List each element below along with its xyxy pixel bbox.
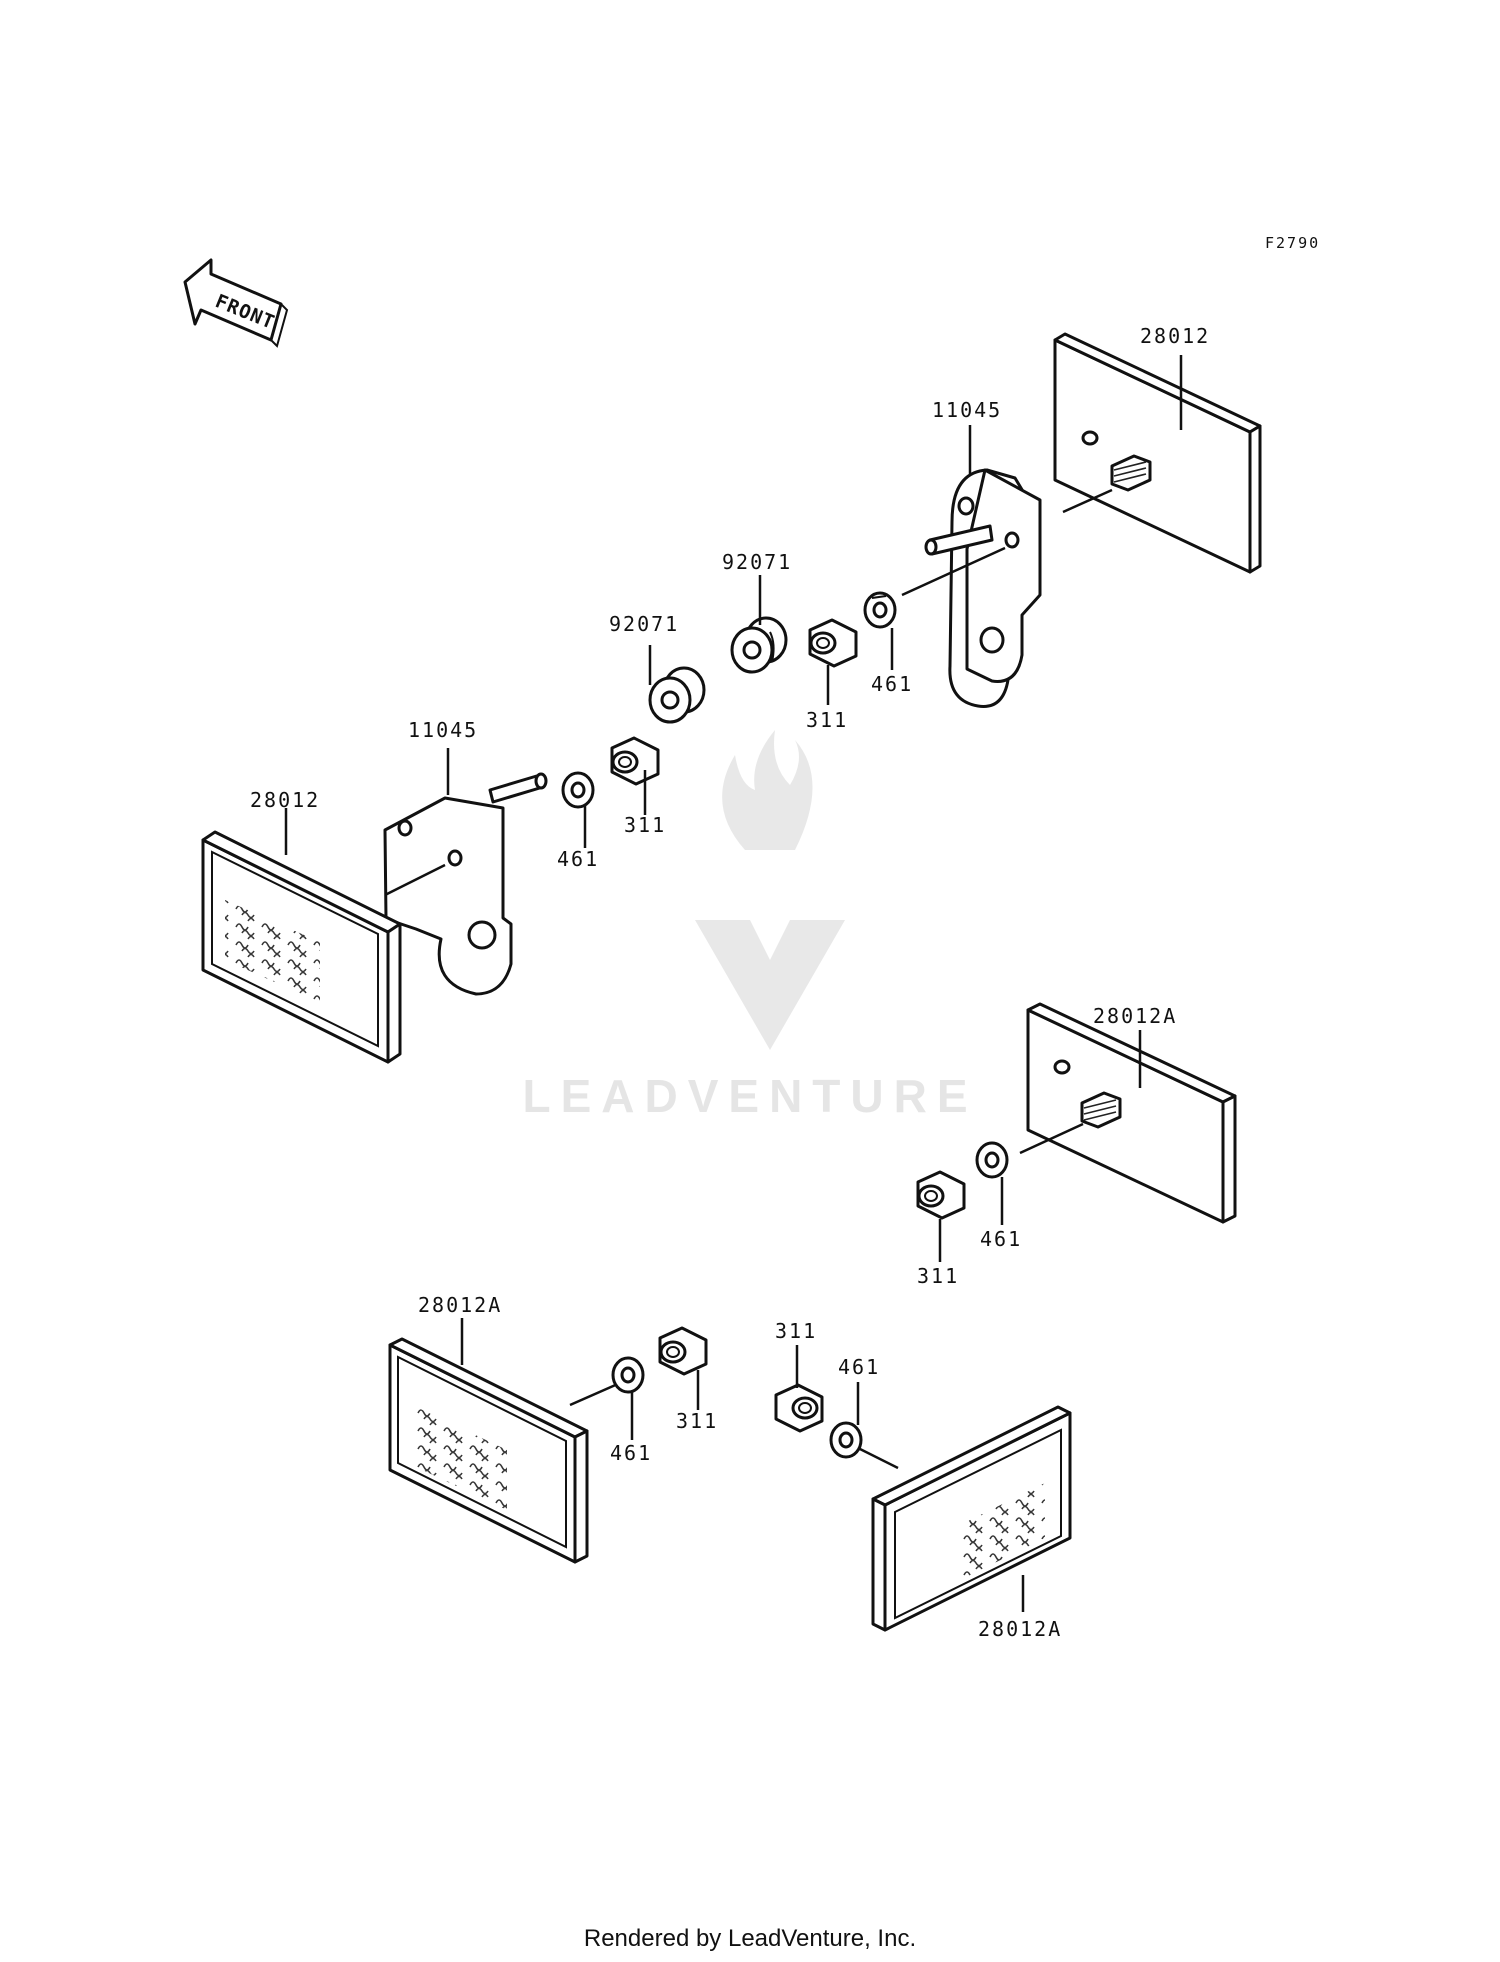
label-28012A-lower-left: 28012A [418,1293,502,1317]
diagram-code: F2790 [1265,234,1320,252]
label-311-lower-right: 311 [775,1319,817,1343]
label-11045-left: 11045 [408,718,478,742]
washer-upper [863,591,897,629]
reflector-lower-left [388,1337,589,1564]
watermark-logo: LEADVENTURE [522,730,977,1122]
front-arrow-icon: FRONT [183,258,289,348]
nut-middle [610,736,660,786]
washer-middle-right [975,1141,1009,1179]
grommet-middle [648,666,706,724]
reflector-upper-right [1053,332,1262,574]
nut-upper [808,618,858,668]
label-461-middle-right: 461 [980,1227,1022,1251]
nut-lower-left [658,1326,708,1376]
label-461-middle: 461 [557,847,599,871]
label-28012A-lower-right: 28012A [978,1617,1062,1641]
label-311-middle: 311 [624,813,666,837]
label-11045-upper-right: 11045 [932,398,1002,422]
bracket-upper-right [924,468,1042,708]
reflector-lower-right [871,1405,1072,1632]
nut-lower-right [774,1383,824,1433]
label-92071-middle: 92071 [609,612,679,636]
label-92071-upper: 92071 [722,550,792,574]
nut-middle-right [916,1170,966,1220]
label-461-lower-right: 461 [838,1355,880,1379]
watermark-text: LEADVENTURE [522,1070,977,1122]
reflector-middle-right [1026,1002,1237,1224]
reflector-upper-left [201,830,402,1064]
label-28012-upper-right: 28012 [1140,324,1210,348]
washer-middle [561,771,595,809]
label-311-lower-left: 311 [676,1409,718,1433]
label-28012-left: 28012 [250,788,320,812]
grommet-upper [730,616,788,674]
label-311-middle-right: 311 [917,1264,959,1288]
footer-credit: Rendered by LeadVenture, Inc. [584,1925,916,1952]
label-28012A-middle-right: 28012A [1093,1004,1177,1028]
label-311-upper: 311 [806,708,848,732]
washer-lower-left [611,1356,645,1394]
label-461-upper: 461 [871,672,913,696]
bracket-left [383,772,548,996]
washer-lower-right [829,1421,863,1459]
label-461-lower-left: 461 [610,1441,652,1465]
